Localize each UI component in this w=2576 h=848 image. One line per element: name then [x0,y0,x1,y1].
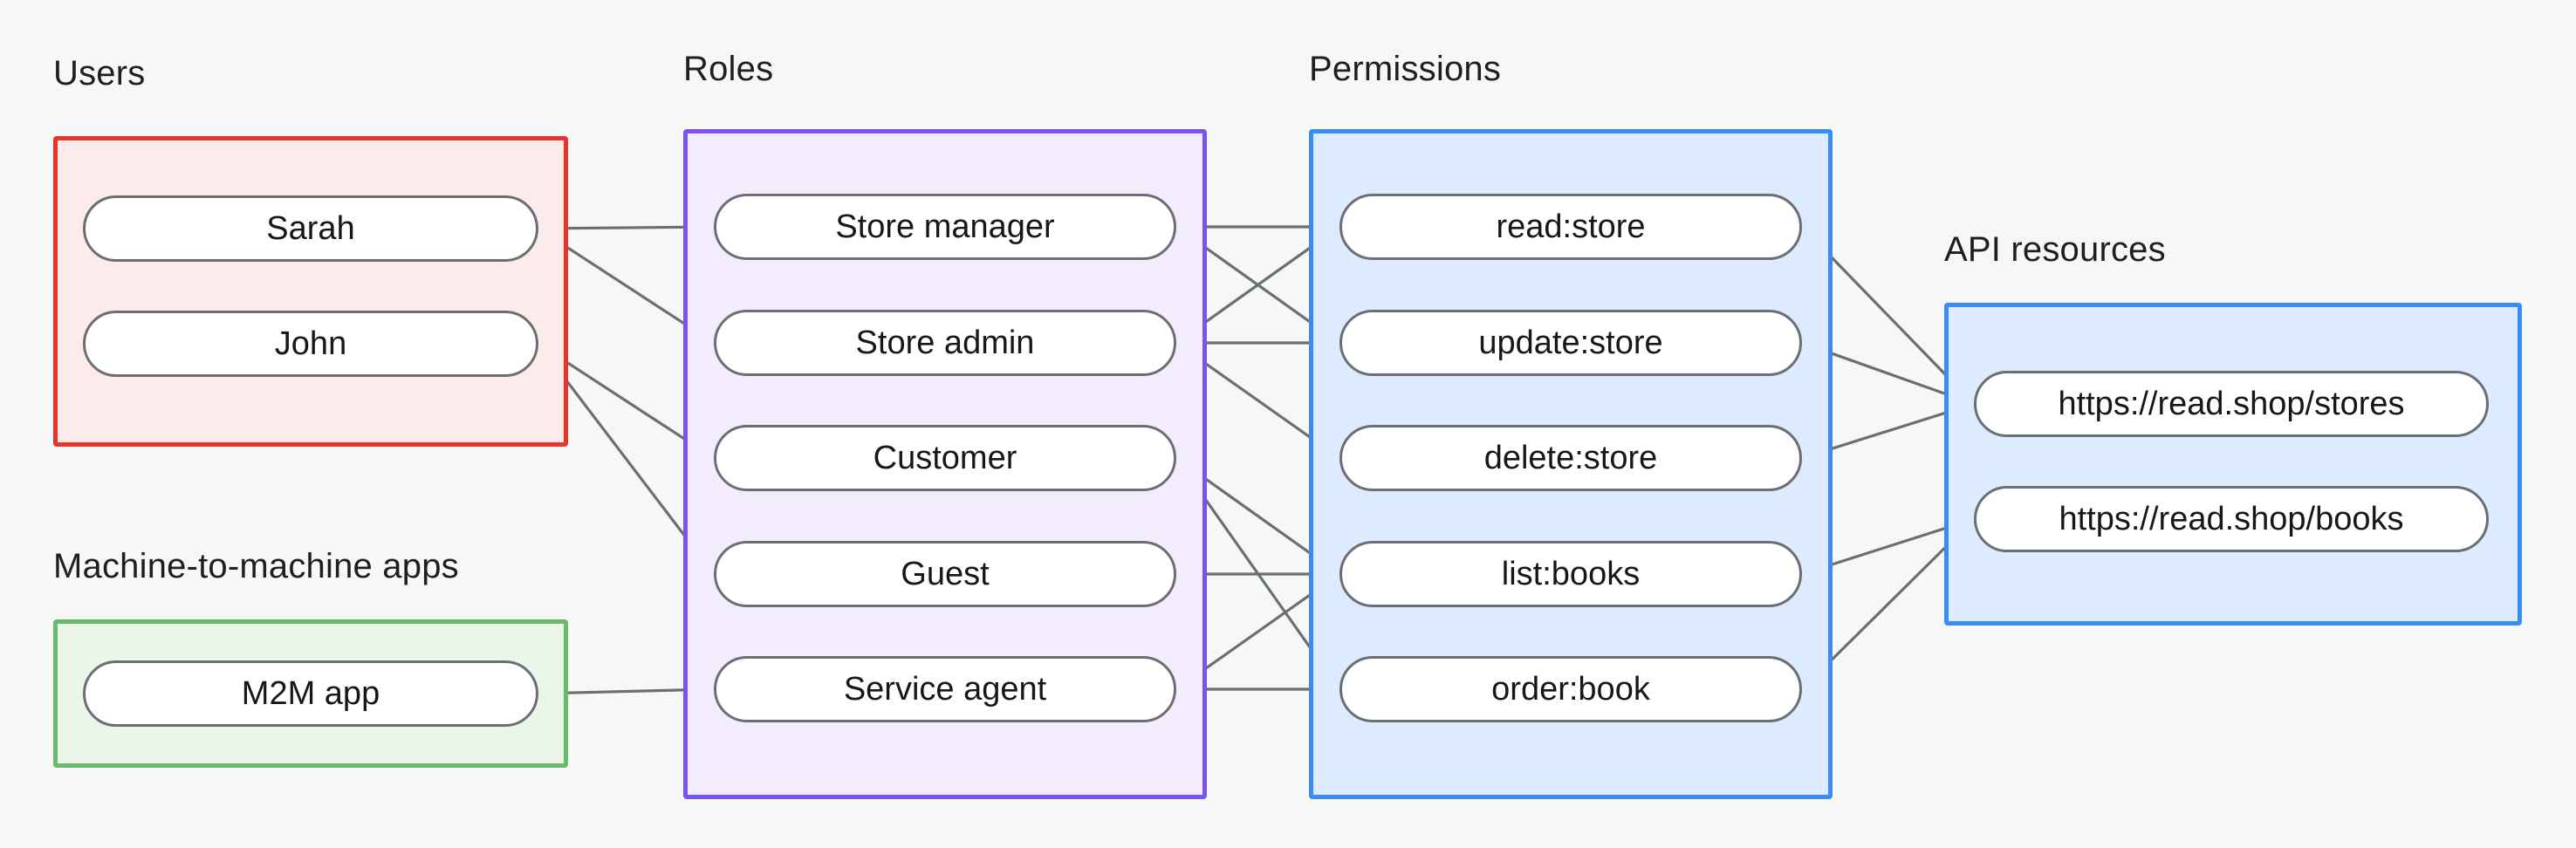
node-sarah[interactable]: Sarah [83,195,538,262]
node-label-store_manager: Store manager [835,208,1055,245]
group-label-users: Users [53,54,146,92]
node-label-order_book: order:book [1491,670,1650,708]
node-order_book[interactable]: order:book [1339,656,1802,722]
node-res_books[interactable]: https://read.shop/books [1974,486,2489,552]
node-label-update_store: update:store [1478,324,1663,361]
node-store_manager[interactable]: Store manager [714,194,1176,260]
node-customer[interactable]: Customer [714,425,1176,491]
node-label-res_books: https://read.shop/books [2059,500,2404,537]
node-read_store[interactable]: read:store [1339,194,1802,260]
node-label-m2mapp: M2M app [241,674,380,712]
node-label-guest: Guest [901,555,990,592]
node-label-john: John [274,325,347,362]
group-box-users [53,136,568,447]
group-label-roles: Roles [683,50,774,88]
node-label-service_agent: Service agent [843,670,1047,708]
node-delete_store[interactable]: delete:store [1339,425,1802,491]
node-label-list_books: list:books [1501,555,1641,592]
node-guest[interactable]: Guest [714,541,1176,607]
node-service_agent[interactable]: Service agent [714,656,1176,722]
node-label-res_stores: https://read.shop/stores [2058,385,2405,422]
node-res_stores[interactable]: https://read.shop/stores [1974,371,2489,437]
node-update_store[interactable]: update:store [1339,310,1802,376]
group-label-permissions: Permissions [1309,50,1502,88]
node-john[interactable]: John [83,311,538,377]
group-box-api_resources [1944,303,2522,626]
node-label-store_admin: Store admin [855,324,1035,361]
node-label-customer: Customer [873,439,1017,476]
node-label-read_store: read:store [1496,208,1646,245]
group-label-m2m: Machine-to-machine apps [53,547,459,585]
node-store_admin[interactable]: Store admin [714,310,1176,376]
node-list_books[interactable]: list:books [1339,541,1802,607]
node-label-delete_store: delete:store [1483,439,1658,476]
node-label-sarah: Sarah [266,209,355,247]
group-label-api_resources: API resources [1944,230,2166,269]
node-m2mapp[interactable]: M2M app [83,660,538,727]
